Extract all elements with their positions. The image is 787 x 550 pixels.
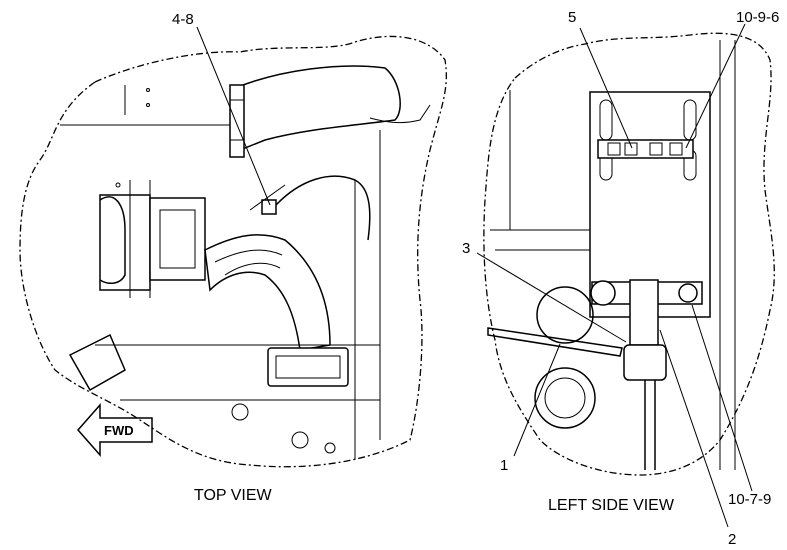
left-bracket-curve: [99, 196, 126, 285]
switch-housing: [623, 344, 667, 381]
bolt: [146, 103, 150, 107]
side-view-boundary: [483, 32, 775, 476]
elbow-rib: [224, 262, 281, 276]
relay-terminal: [607, 142, 621, 156]
callout-leader-10-9-6: [685, 23, 746, 149]
top-view: 4-8 FWD TOP VIEW: [19, 11, 447, 504]
bolt: [291, 431, 309, 449]
callout-2: 2: [728, 531, 736, 548]
relay-terminal: [669, 142, 683, 156]
callout-4-8: 4-8: [172, 11, 194, 28]
upper-flange: [229, 84, 245, 158]
left-side-view: 5 10-9-6 3 1 2 10-7-9 LEFT SIDE VIEW: [462, 9, 779, 548]
duct-base: [267, 347, 349, 387]
fwd-arrow: [77, 403, 153, 457]
elbow-duct: [204, 234, 331, 351]
upper-duct: [234, 65, 401, 152]
bolt: [115, 182, 121, 188]
sensor-body: [261, 199, 277, 215]
callout-leader-5: [579, 27, 633, 149]
callout-1: 1: [500, 457, 508, 474]
top-view-boundary: [19, 35, 447, 468]
gauge-lower: [534, 367, 596, 429]
nut-10-7-9: [678, 283, 698, 303]
fwd-label: FWD: [104, 423, 134, 438]
bolt: [324, 442, 336, 454]
lever-arm-1: [487, 327, 623, 357]
slot: [599, 99, 613, 141]
callout-10-9-6: 10-9-6: [736, 9, 779, 26]
callout-5: 5: [568, 9, 576, 26]
left-side-view-label: LEFT SIDE VIEW: [548, 497, 675, 514]
duct-edge: [369, 104, 431, 124]
callout-10-7-9: 10-7-9: [728, 491, 771, 508]
top-view-label: TOP VIEW: [194, 487, 273, 504]
gauge-lower-face: [544, 377, 586, 419]
relay-terminal: [649, 142, 663, 156]
callout-leader-4-8: [196, 26, 271, 206]
slot: [683, 99, 697, 141]
center-bracket: [149, 197, 206, 281]
gauge-upper: [536, 286, 594, 344]
center-bracket-inner: [159, 209, 196, 269]
switch-knob: [590, 280, 616, 306]
relay-5: [597, 139, 694, 159]
callout-leader-2: [659, 329, 729, 528]
callout-leader-3: [476, 252, 627, 343]
relay-terminal: [624, 142, 638, 156]
sensor-cable: [275, 175, 371, 241]
callout-leader-10-7-9: [691, 304, 753, 492]
sensor-bracket: [249, 184, 286, 211]
callout-3: 3: [462, 240, 470, 257]
switch-body: [629, 279, 659, 346]
elbow-rib: [214, 249, 283, 263]
lower-left-plate: [68, 333, 126, 392]
duct-base-inner: [275, 355, 341, 379]
bolt: [146, 88, 150, 92]
callout-leader-1: [513, 343, 561, 457]
bolt: [231, 403, 249, 421]
